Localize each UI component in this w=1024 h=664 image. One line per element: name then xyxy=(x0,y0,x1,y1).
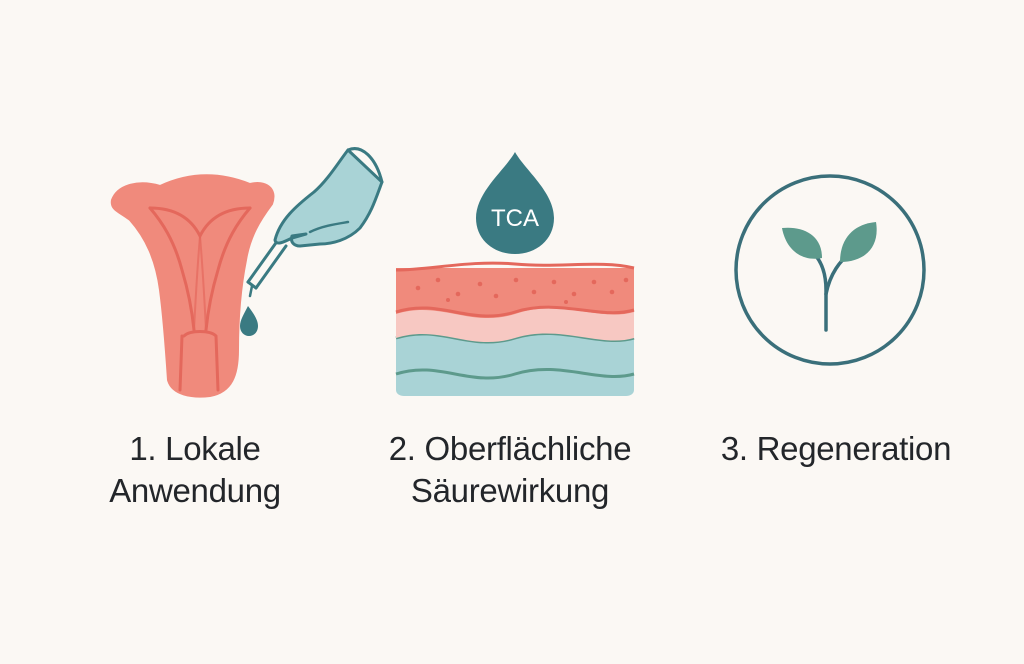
step-2-label-line1: 2. Oberflächliche xyxy=(388,430,632,467)
step-1-illustration xyxy=(110,147,384,398)
step-1-label-line1: 1. Lokale xyxy=(129,430,261,467)
sprout-in-circle-icon xyxy=(734,174,926,366)
hand-with-dropper-icon xyxy=(246,147,384,298)
step-3-label: 3. Regeneration xyxy=(706,428,966,470)
tca-drop-icon: TCA xyxy=(476,152,554,254)
step-1-label: 1. Lokale Anwendung xyxy=(95,428,295,512)
right-leaf xyxy=(840,222,877,262)
step-2-illustration: TCA xyxy=(395,152,635,396)
droplet-icon xyxy=(240,306,258,336)
uterus-icon xyxy=(110,174,275,398)
tca-drop-label: TCA xyxy=(491,205,539,232)
left-leaf xyxy=(782,227,822,259)
step-3-illustration xyxy=(734,174,926,366)
step-1-label-line2: Anwendung xyxy=(109,472,281,509)
skin-layers-icon xyxy=(395,261,635,396)
step-2-label-line2: Säurewirkung xyxy=(410,472,610,509)
step-3-label-line1: 3. Regeneration xyxy=(720,430,952,467)
step-2-label: 2. Oberflächliche Säurewirkung xyxy=(365,428,655,512)
